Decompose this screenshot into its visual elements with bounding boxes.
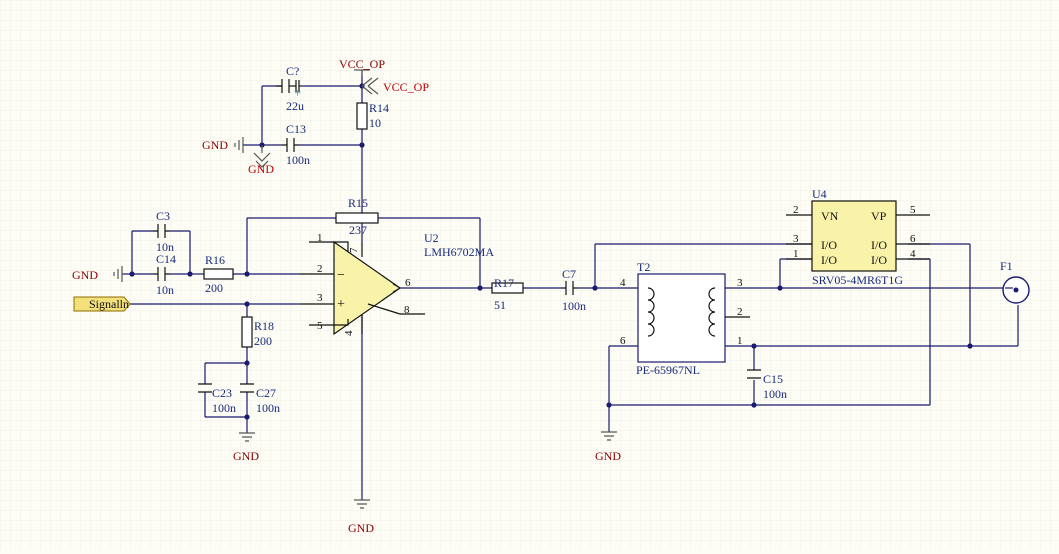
opamp-u2[interactable]: − + 1 2 3 4 5 6 7 8 U2 LMH6702MA <box>300 231 494 336</box>
u2-pin-4: 4 <box>343 330 355 336</box>
signal-in-port[interactable]: Signalln <box>73 296 131 312</box>
c23-value: 100n <box>212 401 236 415</box>
c27-value: 100n <box>256 401 280 415</box>
gnd-c23-label: GND <box>233 449 259 463</box>
t2-pin-3: 3 <box>737 277 743 289</box>
capacitor-c27[interactable]: C27 100n <box>240 383 280 415</box>
gnd-left-c3-label: GND <box>72 268 98 282</box>
f1-ref: F1 <box>1000 259 1013 273</box>
r15-ref: R15 <box>348 196 368 210</box>
u4-pin-5: 5 <box>910 204 916 216</box>
c3-ref: C3 <box>156 209 170 223</box>
r14-value: 10 <box>369 116 381 130</box>
c23-ref: C23 <box>212 386 232 400</box>
u2-pin-5: 5 <box>317 320 323 332</box>
u2-pin-8: 8 <box>404 304 410 316</box>
t2-value: PE-65967NL <box>636 363 700 377</box>
t2-pin-4: 4 <box>620 277 626 289</box>
c13-value: 100n <box>286 153 310 167</box>
u2-ref: U2 <box>424 231 439 245</box>
vcc-op-right-label: VCC_OP <box>383 80 429 94</box>
gnd-below-c13[interactable]: GND <box>248 145 274 176</box>
connector-f1[interactable]: F1 <box>1000 259 1030 304</box>
vcc-op-top[interactable]: VCC_OP <box>339 57 385 76</box>
u2-value: LMH6702MA <box>424 245 494 259</box>
gnd-c23[interactable]: GND <box>233 432 259 463</box>
c3-value: 10n <box>156 240 174 254</box>
u4-pin-name-io-l1: I/O <box>821 238 837 252</box>
u4-pin-name-io-r1: I/O <box>871 238 887 252</box>
gnd-left-c13[interactable]: GND <box>202 137 244 153</box>
t2-pin-2: 2 <box>737 306 743 318</box>
u4-pin-name-vn: VN <box>821 209 839 223</box>
gnd-t2[interactable]: GND <box>595 431 621 463</box>
t2-pin-6: 6 <box>620 335 626 347</box>
r14-ref: R14 <box>369 101 389 115</box>
resistor-r15[interactable]: R15 237 <box>335 196 379 237</box>
junctions <box>129 83 973 420</box>
vcc-op-right[interactable]: VCC_OP <box>361 77 429 95</box>
u4-ref: U4 <box>812 187 827 201</box>
capacitor-c15[interactable]: C15 100n <box>747 369 787 401</box>
r18-value: 200 <box>254 334 272 348</box>
u2-pin-1: 1 <box>317 232 323 244</box>
r17-ref: R17 <box>494 276 514 290</box>
r17-value: 51 <box>494 298 506 312</box>
u2-pin-2: 2 <box>317 263 323 275</box>
gnd-left-c13-label: GND <box>202 138 228 152</box>
r16-value: 200 <box>205 281 223 295</box>
tvs-array-u4[interactable]: 2 3 1 5 6 4 VN VP I/O I/O I/O I/O U4 SRV… <box>786 187 930 287</box>
c15-value: 100n <box>763 387 787 401</box>
c27-ref: C27 <box>256 386 276 400</box>
u2-pin-3: 3 <box>317 292 323 304</box>
u4-pin-name-vp: VP <box>871 209 887 223</box>
u4-pin-name-io-l2: I/O <box>821 253 837 267</box>
t2-ref: T2 <box>637 260 650 274</box>
r18-ref: R18 <box>254 319 274 333</box>
u2-pin-7: 7 <box>348 247 360 253</box>
resistor-r17[interactable]: R17 51 <box>491 276 524 312</box>
gnd-left-c3[interactable]: GND <box>72 266 123 282</box>
r16-ref: R16 <box>205 253 225 267</box>
capacitor-c3[interactable]: C3 10n <box>153 209 174 254</box>
capacitor-plus-sign: + <box>294 85 301 100</box>
capacitor-c-unassigned[interactable]: + C? 22u <box>276 64 304 113</box>
resistor-r16[interactable]: R16 200 <box>203 253 234 295</box>
gnd-t2-label: GND <box>595 449 621 463</box>
vcc-op-top-label: VCC_OP <box>339 57 385 71</box>
capacitor-c7[interactable]: C7 100n <box>561 267 586 313</box>
u2-pin-6: 6 <box>405 277 411 289</box>
transformer-t2[interactable]: 4 6 3 2 1 T2 PE-65967NL <box>620 260 750 377</box>
u4-pin-2: 2 <box>793 204 799 216</box>
c14-value: 10n <box>156 283 174 297</box>
c7-ref: C7 <box>562 267 576 281</box>
r15-value: 237 <box>349 223 367 237</box>
signal-in-port-label: Signalln <box>89 297 129 311</box>
c-unassigned-value: 22u <box>286 99 304 113</box>
capacitor-c13[interactable]: C13 100n <box>282 122 310 167</box>
u4-pin-6: 6 <box>910 233 916 245</box>
c7-value: 100n <box>562 299 586 313</box>
u4-pin-4: 4 <box>910 248 916 260</box>
u4-pin-name-io-r2: I/O <box>871 253 887 267</box>
capacitor-c23[interactable]: C23 100n <box>198 383 236 415</box>
c15-ref: C15 <box>763 372 783 386</box>
gnd-opamp-label: GND <box>348 521 374 535</box>
c14-ref: C14 <box>156 252 176 266</box>
gnd-opamp[interactable]: GND <box>348 499 374 535</box>
u4-pin-3: 3 <box>793 233 799 245</box>
u4-pin-1: 1 <box>793 248 799 260</box>
gnd-below-c13-label: GND <box>248 162 274 176</box>
u2-noninverting-symbol: + <box>337 297 345 312</box>
t2-pin-1: 1 <box>737 335 743 347</box>
capacitor-c14[interactable]: C14 10n <box>153 252 176 297</box>
resistor-r18[interactable]: R18 200 <box>241 316 274 348</box>
u2-inverting-symbol: − <box>337 268 345 283</box>
c-unassigned-ref: C? <box>286 64 299 78</box>
resistor-r14[interactable]: R14 10 <box>356 101 389 130</box>
c13-ref: C13 <box>286 122 306 136</box>
u4-value: SRV05-4MR6T1G <box>812 273 903 287</box>
